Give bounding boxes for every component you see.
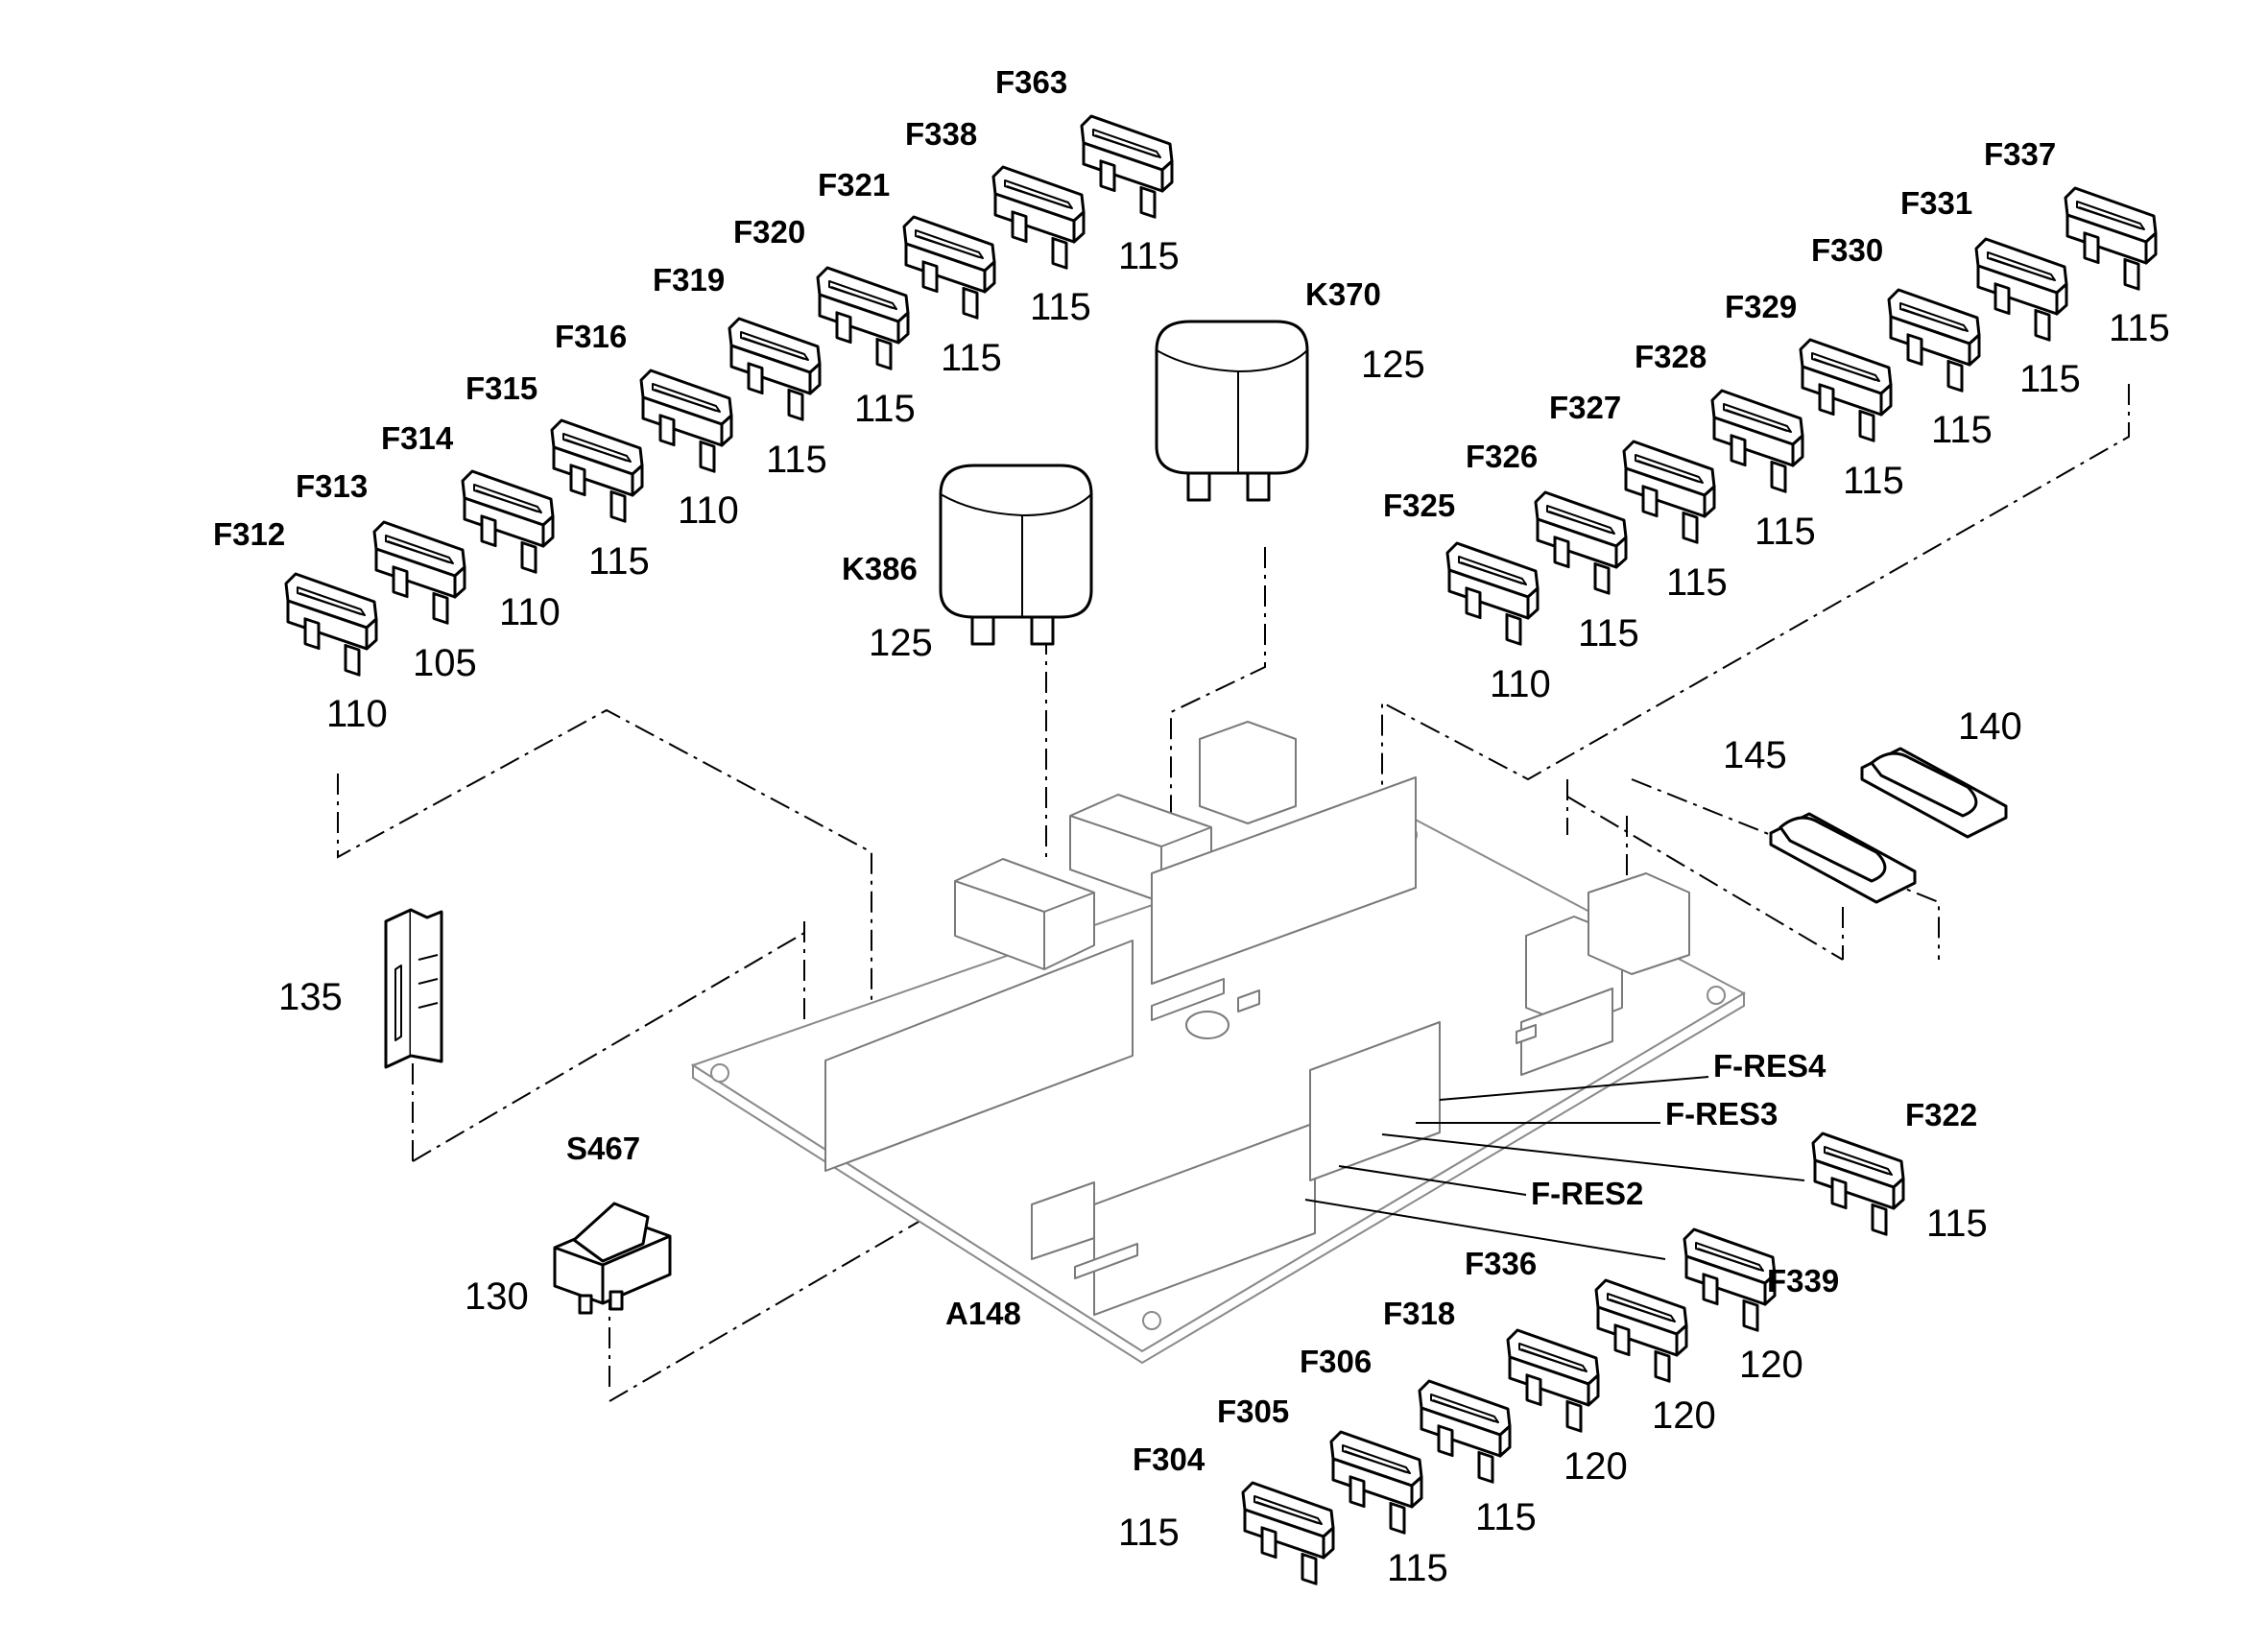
fuse-label-f337: F337 [1984,136,2056,172]
fuse-f320[interactable] [816,266,910,370]
fuse-f306[interactable] [1418,1379,1512,1484]
fuse-label-f315: F315 [466,370,537,406]
fuse-qty-f304: 115 [1118,1512,1180,1554]
fuse-qty-f319: 115 [766,439,827,481]
fuse-f316[interactable] [639,369,733,473]
fuse-qty-f328: 115 [1755,511,1816,553]
fuse-label-f328: F328 [1635,339,1707,374]
fuse-reference-labels: F363F338F321F320F319F316F315F314F313F312… [213,64,2056,1477]
fuse-qty-f325: 110 [1490,663,1551,705]
fuse-label-f326: F326 [1466,439,1538,474]
fuse-label-f305: F305 [1217,1394,1289,1429]
rocker-switch-s467[interactable] [553,1202,672,1315]
fuse-label-f318: F318 [1383,1296,1455,1331]
relay-k370-qty: 125 [1361,344,1425,386]
fuse-label-f319: F319 [653,262,725,298]
fuse-f338[interactable] [991,165,1086,270]
fuse-label-f312: F312 [213,516,285,552]
cover-145-qty: 145 [1723,734,1787,776]
fuse-f363[interactable] [1080,114,1174,219]
fuse-qty-f318: 120 [1564,1445,1628,1488]
fuse-label-f329: F329 [1725,289,1797,324]
fuse-f318[interactable] [1506,1328,1600,1433]
fuse-qty-f326: 115 [1578,612,1639,655]
clip-qty: 135 [278,976,343,1018]
fuse-label-f330: F330 [1811,232,1883,268]
reserve-label-4: F-RES4 [1713,1048,1826,1084]
relay-k370[interactable] [1155,320,1309,502]
circuit-board-a148[interactable] [690,721,1747,1365]
fuse-label-f304: F304 [1133,1441,1206,1477]
fuse-f313[interactable] [372,520,466,625]
fuse-qty-f330: 115 [1931,409,1993,451]
fuse-f325[interactable] [1445,541,1540,646]
switch-qty: 130 [465,1275,529,1318]
fuse-label-f331: F331 [1900,185,1972,221]
fuse-f314[interactable] [461,469,555,574]
fuse-qty-f327: 115 [1666,561,1728,604]
fuse-f337[interactable] [2064,186,2158,291]
fuse-label-f316: F316 [555,319,627,354]
fuse-f315[interactable] [550,418,644,523]
fuse-f331[interactable] [1974,237,2068,342]
fuse-f336[interactable] [1594,1278,1688,1383]
fuse-label-f306: F306 [1300,1344,1372,1379]
fuse-quantity-labels: 115 115 115 115 115 110 115 110 105 110 115 115 115 1… [326,235,2170,1589]
relay-k370-label: K370 [1305,276,1381,312]
fuse-f339[interactable] [1683,1227,1777,1332]
fuse-label-f327: F327 [1549,390,1621,425]
fuse-label-f338: F338 [905,116,977,152]
fuse-label-f314: F314 [381,420,454,456]
fuse-qty-f363: 115 [1118,235,1180,277]
relay-k386-label: K386 [842,551,918,586]
reserve-label-2: F-RES2 [1531,1176,1643,1211]
fuse-qty-f337: 115 [2109,307,2170,349]
fuse-f327[interactable] [1622,440,1716,544]
fuse-qty-f338: 115 [1030,286,1091,328]
fuse-label-f320: F320 [733,214,805,250]
fuse-qty-f339: 120 [1739,1344,1803,1386]
fuse-clip-135[interactable] [384,908,443,1069]
fuse-qty-f313: 105 [413,642,477,684]
fuse-qty-f329: 115 [1843,460,1904,502]
fuse-f305[interactable] [1329,1430,1423,1535]
fuse-f328[interactable] [1710,389,1804,493]
fuse-qty-f336: 120 [1652,1394,1716,1437]
fuse-f304[interactable] [1241,1481,1335,1585]
fuse-label-f322: F322 [1905,1097,1977,1132]
fuse-qty-f305: 115 [1387,1547,1448,1589]
fuse-label-f313: F313 [296,468,368,504]
fuse-qty-f314: 110 [499,591,561,633]
fuse-qty-f316: 110 [678,489,739,532]
relay-k386-qty: 125 [869,622,933,664]
fuse-f329[interactable] [1799,338,1893,442]
fuse-qty-f321: 115 [941,337,1002,379]
cover-140[interactable] [1860,747,2008,839]
switch-label: S467 [566,1131,640,1166]
fuse-qty-f315: 115 [588,540,650,583]
fuse-f322[interactable] [1811,1132,1905,1236]
fuse-qty-f312: 110 [326,693,388,735]
fuse-label-f321: F321 [818,167,890,203]
fuse-f321[interactable] [902,215,996,320]
fuse-f330[interactable] [1887,288,1981,393]
relay-k386[interactable] [939,464,1093,646]
fuse-f319[interactable] [728,317,822,421]
reserve-label-3: F-RES3 [1665,1096,1778,1132]
fuse-label-f363: F363 [995,64,1067,100]
fuse-f326[interactable] [1534,490,1628,595]
fuse-qty-f322: 115 [1926,1203,1988,1245]
fuse-label-f339: F339 [1767,1263,1839,1299]
fuse-label-f325: F325 [1383,488,1455,523]
fuse-qty-f306: 115 [1475,1496,1537,1538]
fuse-f312[interactable] [284,572,378,677]
fuse-label-f336: F336 [1465,1246,1537,1281]
cover-140-qty: 140 [1958,705,2022,748]
fuse-qty-f331: 115 [2019,358,2081,400]
board-label: A148 [945,1296,1021,1331]
fuse-qty-f320: 115 [854,388,916,430]
cover-145[interactable] [1769,812,1917,904]
reserve-leaders [1304,1076,1805,1260]
